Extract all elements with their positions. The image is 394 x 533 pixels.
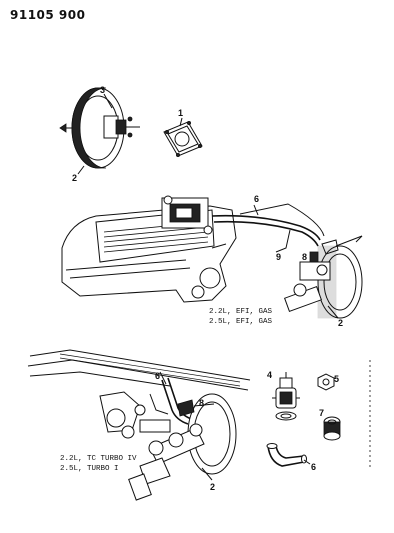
- document-number: 91105 900: [10, 8, 86, 22]
- booster-turbo: [128, 393, 237, 501]
- engine-label-efi-1: 2.2L, EFI, GAS: [209, 308, 273, 316]
- callout-5: 5: [334, 374, 339, 384]
- callout-8-turbo: 8: [199, 398, 204, 408]
- top-booster-assembly: [59, 87, 140, 175]
- engine-label-turbo-1: 2.2L, TC TURBO IV: [60, 455, 137, 463]
- callout-7: 7: [319, 408, 324, 418]
- engine-efi: [61, 195, 325, 303]
- callout-4: 4: [267, 370, 272, 380]
- engine-turbo: [27, 349, 251, 439]
- gasket-plate: [163, 117, 203, 157]
- callout-2: 2: [72, 173, 77, 183]
- engine-label-turbo-2: 2.5L, TURBO I: [60, 465, 119, 473]
- vacuum-hose-turbo: [159, 371, 195, 425]
- booster-efi: [283, 235, 363, 319]
- detail-check-valve: [272, 372, 300, 421]
- engine-label-efi-2: 2.5L, EFI, GAS: [209, 318, 273, 326]
- callout-2-efi: 2: [338, 318, 343, 328]
- detail-hose: [266, 443, 311, 467]
- callout-2-turbo: 2: [210, 482, 215, 492]
- vacuum-hose-efi: [211, 204, 321, 253]
- callout-8-efi: 8: [302, 252, 307, 262]
- detail-grommet: [323, 416, 341, 441]
- callout-6-efi: 6: [254, 194, 259, 204]
- callout-6-turbo: 6: [155, 371, 160, 381]
- callout-3: 3: [100, 85, 105, 95]
- callout-1: 1: [178, 108, 183, 118]
- detail-nut: [317, 373, 335, 391]
- callout-9: 9: [276, 252, 281, 262]
- callout-6-detail: 6: [311, 462, 316, 472]
